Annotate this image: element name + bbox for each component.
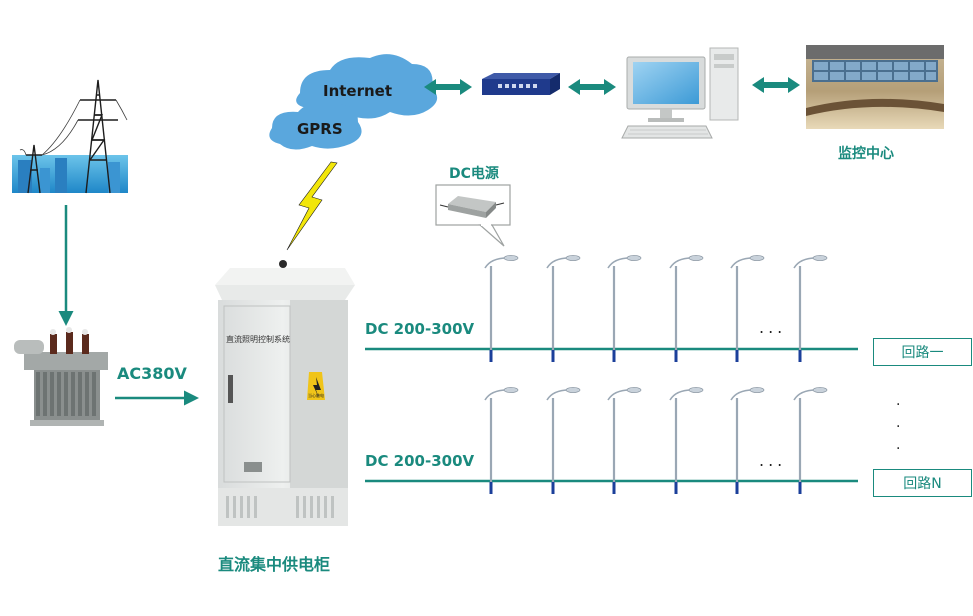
light-base xyxy=(735,350,739,362)
dc-line-2-label: DC 200-300V xyxy=(365,452,475,470)
feeder-lines xyxy=(365,347,858,483)
dc-power-supply-icon xyxy=(435,184,511,247)
computer-icon xyxy=(621,47,739,139)
light-head xyxy=(503,387,519,393)
internet-label: Internet xyxy=(323,82,393,100)
cabinet-name-label: 直流集中供电柜 xyxy=(218,555,331,574)
dot: . xyxy=(896,437,901,453)
light-base xyxy=(798,482,802,494)
light-arm xyxy=(484,389,508,401)
light-base xyxy=(551,482,555,494)
light-arm xyxy=(669,389,693,401)
street-lights xyxy=(484,255,828,494)
dc-supply-label: DC电源 xyxy=(449,166,499,182)
light-head xyxy=(626,387,642,393)
street-light-icon xyxy=(793,387,828,494)
light-arm xyxy=(669,257,693,269)
street-light-icon xyxy=(793,255,828,362)
dc-line-1-label: DC 200-300V xyxy=(365,320,475,338)
light-head xyxy=(503,255,519,261)
light-head xyxy=(812,387,828,393)
light-base xyxy=(798,350,802,362)
street-light-icon xyxy=(484,255,519,362)
control-room-icon xyxy=(806,45,944,129)
street-light-icon xyxy=(607,387,642,494)
light-head xyxy=(688,255,704,261)
light-arm xyxy=(730,257,754,269)
light-arm xyxy=(730,389,754,401)
light-arm xyxy=(793,389,817,401)
street-light-icon xyxy=(730,387,765,494)
light-base xyxy=(735,482,739,494)
street-light-icon xyxy=(669,255,704,362)
light-base xyxy=(612,482,616,494)
light-head xyxy=(749,255,765,261)
light-head xyxy=(688,387,704,393)
power-tower-icon xyxy=(12,79,128,194)
light-base xyxy=(551,350,555,362)
transformer-icon xyxy=(14,327,108,426)
light-arm xyxy=(546,257,570,269)
light-arm xyxy=(546,389,570,401)
dot: . xyxy=(896,415,901,431)
ac-voltage-label: AC380V xyxy=(117,364,187,383)
more-loops: ... xyxy=(896,390,900,456)
light-head xyxy=(812,255,828,261)
street-light-icon xyxy=(669,387,704,494)
cabinet-plate-text: 直流照明控制系统 xyxy=(226,334,290,344)
cabinet-icon xyxy=(215,260,355,526)
more-lights-2: ... xyxy=(759,451,787,470)
dot: . xyxy=(896,393,901,409)
arrow-icon xyxy=(424,77,800,95)
lightning-icon xyxy=(286,161,338,251)
network-switch-icon xyxy=(482,73,560,95)
monitoring-center-label: 监控中心 xyxy=(838,146,894,162)
street-light-icon xyxy=(546,387,581,494)
loop-1-box: 回路一 xyxy=(873,338,972,366)
light-base xyxy=(674,482,678,494)
street-light-icon xyxy=(607,255,642,362)
light-arm xyxy=(607,389,631,401)
light-head xyxy=(749,387,765,393)
light-head xyxy=(565,387,581,393)
light-base xyxy=(612,350,616,362)
light-head xyxy=(565,255,581,261)
street-light-icon xyxy=(546,255,581,362)
light-base xyxy=(489,482,493,494)
gprs-label: GPRS xyxy=(297,120,343,138)
street-light-icon xyxy=(730,255,765,362)
light-arm xyxy=(484,257,508,269)
light-head xyxy=(626,255,642,261)
loop-n-box: 回路N xyxy=(873,469,972,497)
warning-sign-text: 当心触电 xyxy=(308,392,324,398)
cloud-icon xyxy=(269,54,438,150)
light-base xyxy=(674,350,678,362)
light-base xyxy=(489,350,493,362)
more-lights-1: ... xyxy=(759,318,787,337)
light-arm xyxy=(607,257,631,269)
light-arm xyxy=(793,257,817,269)
street-light-icon xyxy=(484,387,519,494)
